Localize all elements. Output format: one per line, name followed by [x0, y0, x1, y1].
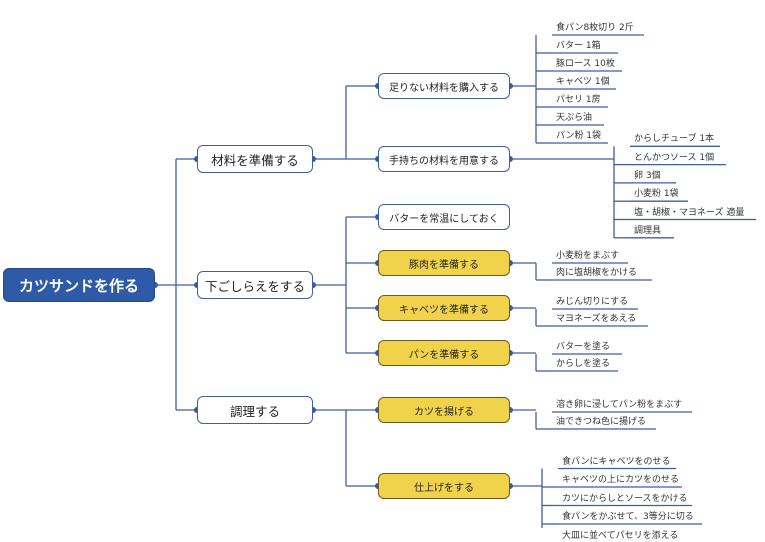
root-node[interactable]: カツサンドを作る	[3, 268, 155, 302]
branch-node[interactable]: 調理する	[197, 396, 313, 424]
branch-node[interactable]: 下ごしらえをする	[197, 271, 313, 299]
leaf-item[interactable]: 調理具	[634, 225, 662, 236]
task-node[interactable]: 足りない材料を購入する	[378, 73, 510, 99]
leaf-item[interactable]: カツにからしとソースをかける	[562, 493, 688, 504]
task-node[interactable]: 仕上げをする	[378, 473, 510, 499]
task-node[interactable]: カツを揚げる	[378, 397, 510, 423]
leaf-item[interactable]: キャベツ 1個	[556, 77, 610, 87]
leaf-item[interactable]: 塩・胡椒・マヨネーズ 適量	[634, 207, 745, 218]
mindmap-canvas: カツサンドを作る 材料を準備する足りない材料を購入する食パン8枚切り 2斤バター…	[3, 23, 756, 541]
leaf-item[interactable]: 食パン8枚切り 2斤	[556, 23, 634, 33]
leaf-item[interactable]: 油できつね色に揚げる	[556, 417, 647, 427]
task-node[interactable]: キャベツを準備する	[378, 295, 510, 321]
leaf-item[interactable]: 小麦粉 1袋	[634, 189, 679, 200]
leaf-item[interactable]: 豚ロース 10枚	[556, 59, 615, 69]
leaf-item[interactable]: 溶き卵に浸してパン粉をまぶす	[556, 400, 683, 410]
leaf-item[interactable]: とんかつソース 1個	[634, 152, 715, 163]
leaf-item[interactable]: 食パンをかぶせて、3等分に切る	[562, 512, 694, 522]
leaf-item[interactable]: パセリ 1房	[556, 95, 601, 105]
leaf-item[interactable]: からしを塗る	[556, 359, 611, 369]
leaf-item[interactable]: マヨネーズをあえる	[556, 314, 637, 324]
leaf-item[interactable]: 天ぷら油	[556, 113, 593, 123]
branch-node[interactable]: 材料を準備する	[197, 145, 313, 173]
leaf-item[interactable]: パン粉 1袋	[556, 131, 602, 141]
leaf-item[interactable]: バターを塗る	[556, 342, 611, 352]
task-node[interactable]: 手持ちの材料を用意する	[378, 146, 510, 172]
leaf-item[interactable]: 小麦粉をまぶす	[556, 251, 620, 261]
task-node[interactable]: バターを常温にしておく	[378, 204, 510, 230]
leaf-item[interactable]: からしチューブ 1本	[634, 134, 715, 145]
leaf-item[interactable]: 卵 3個	[634, 170, 661, 181]
leaf-item[interactable]: みじん切りにする	[556, 297, 629, 307]
leaf-item[interactable]: キャベツの上にカツをのせる	[562, 475, 680, 485]
leaf-item[interactable]: 食パンにキャベツをのせる	[562, 456, 671, 467]
leaf-item[interactable]: 大皿に並べてパセリを添える	[562, 530, 679, 541]
leaf-item[interactable]: 肉に塩胡椒をかける	[556, 268, 638, 278]
task-node[interactable]: パンを準備する	[378, 340, 510, 366]
leaf-item[interactable]: バター 1箱	[556, 41, 601, 51]
task-node[interactable]: 豚肉を準備する	[378, 250, 510, 276]
